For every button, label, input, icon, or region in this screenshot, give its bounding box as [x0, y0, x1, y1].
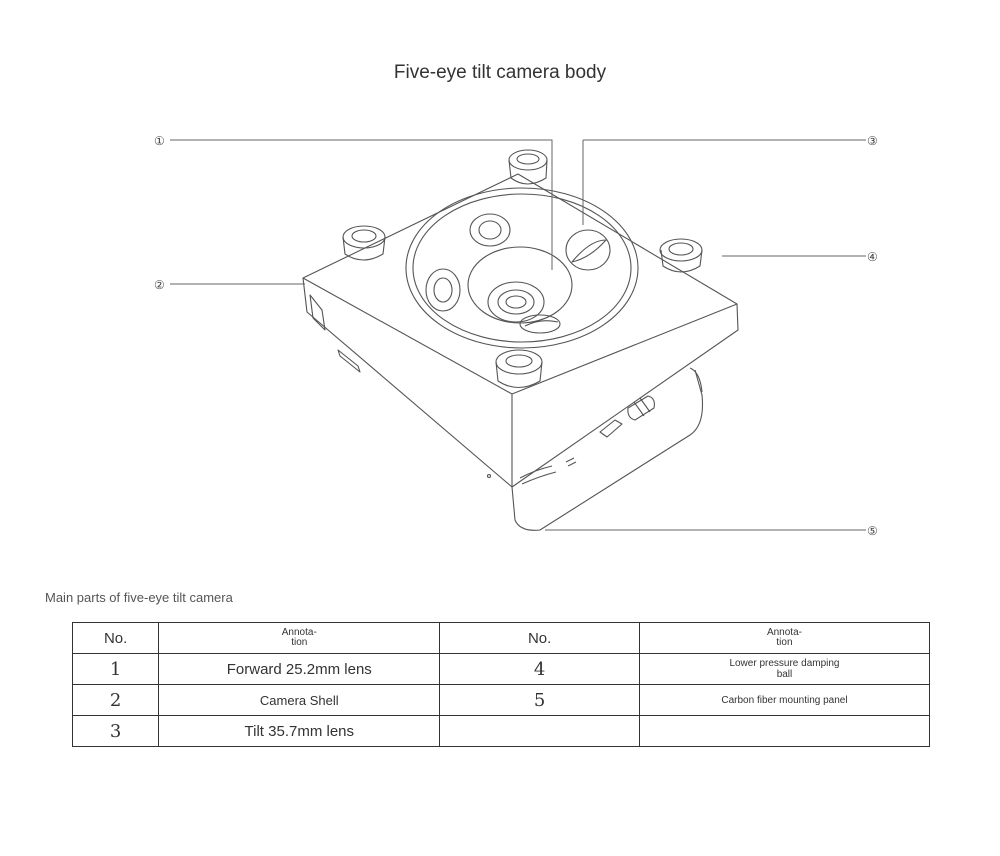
camera-diagram: ① ② ③ ④ ⑤ — [154, 134, 878, 538]
row-annotation: Camera Shell — [158, 684, 441, 716]
row-annotation: Tilt 35.7mm lens — [158, 715, 441, 747]
row-number: 5 — [439, 684, 640, 716]
table-row: 2 Camera Shell 5 Carbon fiber mounting p… — [71, 684, 931, 716]
row-annotation: Carbon fiber mounting panel — [638, 684, 931, 716]
callout-2: ② — [154, 278, 165, 292]
header-no: No. — [71, 622, 160, 654]
callout-5: ⑤ — [867, 524, 878, 538]
lens-bowl — [405, 187, 639, 349]
camera-shell — [302, 173, 739, 488]
parts-table: No. Annota- tion No. Annota- tion 1 Forw… — [71, 622, 931, 747]
leader-lines — [170, 139, 866, 531]
table-row: 3 Tilt 35.7mm lens — [71, 715, 931, 747]
row-number — [439, 715, 640, 747]
damping-balls — [342, 149, 703, 389]
diagram-title: Five-eye tilt camera body — [393, 62, 607, 83]
row-number: 2 — [71, 684, 160, 716]
row-number: 1 — [71, 653, 160, 685]
header-annotation: Annota- tion — [638, 622, 931, 654]
header-annotation: Annota- tion — [158, 622, 441, 654]
callout-1: ① — [154, 134, 165, 148]
callout-4: ④ — [867, 250, 878, 264]
row-annotation: Forward 25.2mm lens — [158, 653, 441, 685]
row-annotation: Lower pressure damping ball — [638, 653, 931, 685]
forward-lens — [487, 281, 545, 323]
table-row: 1 Forward 25.2mm lens 4 Lower pressure d… — [71, 653, 931, 685]
callout-3: ③ — [867, 134, 878, 148]
row-annotation — [638, 715, 931, 747]
row-number: 3 — [71, 715, 160, 747]
row-number: 4 — [439, 653, 640, 685]
tilt-lenses — [425, 213, 611, 334]
header-no: No. — [439, 622, 640, 654]
table-caption: Main parts of five-eye tilt camera — [45, 590, 233, 605]
mounting-panel — [511, 367, 704, 531]
table-header-row: No. Annota- tion No. Annota- tion — [71, 622, 931, 654]
